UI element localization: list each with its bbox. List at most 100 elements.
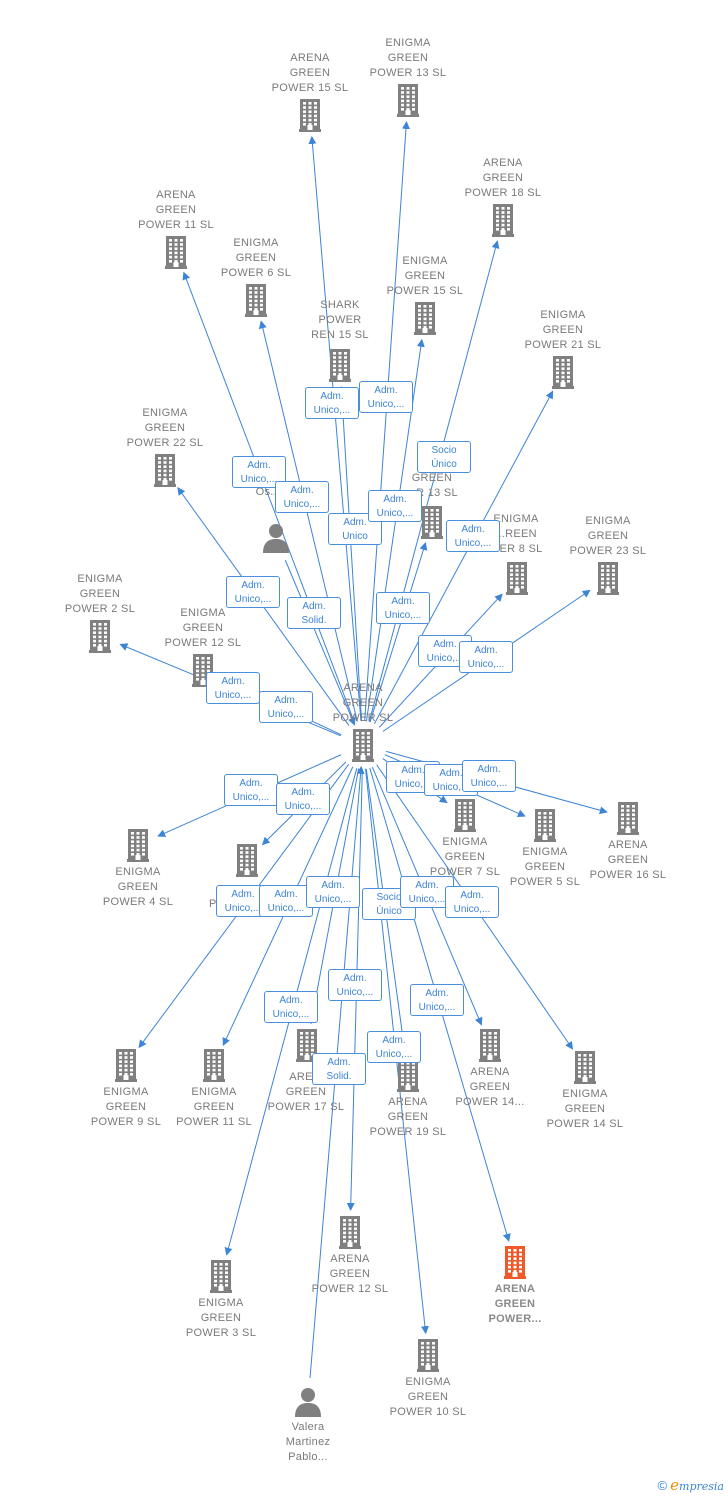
- node-label-line: GREEN: [404, 270, 446, 282]
- node-shark[interactable]: [285, 348, 395, 382]
- relation-tag-line: Unico,...: [470, 778, 508, 789]
- building-icon: [210, 1260, 232, 1293]
- edge-p1-center: [284, 559, 356, 726]
- relation-tag-line: Unico,...: [313, 405, 351, 416]
- relation-tag-line: Solid.: [326, 1071, 352, 1082]
- node-eg21[interactable]: [508, 355, 618, 389]
- relation-tag-line: Adm.: [391, 596, 415, 607]
- relation-tag[interactable]: Adm.Unico,...: [306, 876, 360, 908]
- node-ag12[interactable]: [295, 1215, 405, 1249]
- footer-brand[interactable]: © empresia: [657, 1476, 724, 1494]
- node-label-line: Pablo...: [288, 1451, 328, 1463]
- relation-tag-line: Adm.: [374, 385, 398, 396]
- node-eg10[interactable]: [373, 1338, 483, 1372]
- relation-tag[interactable]: Adm.Unico: [328, 513, 382, 545]
- node-eg2[interactable]: [45, 619, 155, 653]
- node-ag17[interactable]: [252, 1028, 362, 1062]
- node-center[interactable]: [308, 728, 418, 762]
- relation-tag[interactable]: Adm.Unico,...: [259, 885, 313, 917]
- node-eg15[interactable]: [370, 301, 480, 335]
- relation-tag[interactable]: Adm.Unico,...: [445, 886, 499, 918]
- node-p1[interactable]: [221, 523, 331, 553]
- relation-tag-line: Adm.: [327, 1057, 351, 1068]
- relation-tag[interactable]: Adm.Unico,...: [224, 774, 278, 806]
- node-eg22[interactable]: [110, 453, 220, 487]
- building-icon: [597, 562, 619, 595]
- node-eg7[interactable]: [410, 798, 520, 832]
- relation-tag[interactable]: Adm.Unico,...: [410, 984, 464, 1016]
- relation-tag-line: Solid.: [301, 615, 327, 626]
- node-eg6[interactable]: [201, 283, 311, 317]
- node-label-line: ENIGMA: [562, 1088, 608, 1100]
- relation-tag-line: Unico,...: [283, 499, 321, 510]
- node-hl[interactable]: [460, 1245, 570, 1279]
- node-label-line: POWER 15 SL: [386, 285, 464, 297]
- relation-tag-line: Unico,...: [267, 709, 305, 720]
- building-icon: [329, 349, 351, 382]
- node-label-line: GREEN: [607, 854, 649, 866]
- node-ag13[interactable]: [377, 505, 487, 539]
- node-eg4[interactable]: [83, 828, 193, 862]
- node-label-line: GREEN: [117, 881, 159, 893]
- relation-tag[interactable]: Adm.Unico,...: [328, 969, 382, 1001]
- node-eg8[interactable]: [462, 561, 572, 595]
- node-label-line: ENIGMA: [402, 255, 448, 267]
- node-eg5[interactable]: [490, 808, 600, 842]
- node-eg13[interactable]: [353, 83, 463, 117]
- edge-center-ag11: [182, 271, 355, 723]
- relation-tag-line: Adm.: [415, 880, 439, 891]
- relation-tag[interactable]: Adm. Unico,...: [376, 592, 430, 624]
- building-icon: [339, 1216, 361, 1249]
- node-ag11[interactable]: [121, 235, 231, 269]
- relation-tag[interactable]: Adm.Unico,...: [206, 672, 260, 704]
- node-label-line: ENIGMA: [385, 37, 431, 49]
- relation-tag[interactable]: Adm.Unico,...: [276, 783, 330, 815]
- relation-tag[interactable]: Adm.Unico,...: [368, 490, 422, 522]
- relation-tag[interactable]: Adm. Solid.: [312, 1053, 366, 1085]
- node-eg23[interactable]: [553, 561, 663, 595]
- node-label-line: POWER 16 SL: [589, 869, 667, 881]
- relation-tag[interactable]: Adm.Unico,...: [462, 760, 516, 792]
- relation-tag[interactable]: Adm.Unico,...: [275, 481, 329, 513]
- relation-tag[interactable]: Adm.Solid.: [287, 597, 341, 629]
- node-ag16[interactable]: [573, 801, 683, 835]
- node-eg11[interactable]: [159, 1048, 269, 1082]
- node-eg3[interactable]: [166, 1259, 276, 1293]
- relation-tag[interactable]: Adm.Unico,...: [305, 387, 359, 419]
- node-ag19[interactable]: [353, 1058, 463, 1092]
- node-valera[interactable]: [253, 1387, 363, 1417]
- node-label-line: POWER 14 SL: [546, 1118, 624, 1130]
- node-ag18[interactable]: [448, 203, 558, 237]
- relation-tag[interactable]: Adm.Unico,...: [264, 991, 318, 1023]
- relation-tag[interactable]: Adm.Unico,...: [446, 520, 500, 552]
- relation-tag-line: Unico,...: [454, 538, 492, 549]
- relation-tag-line: Unico,...: [267, 903, 305, 914]
- node-label-line: ENIGMA: [103, 1086, 149, 1098]
- building-icon: [236, 844, 258, 877]
- node-label-line: GREEN: [342, 697, 384, 709]
- relation-tag-line: Unico,...: [384, 610, 422, 621]
- node-eg9[interactable]: [71, 1048, 181, 1082]
- node-label-line: GREEN: [564, 1103, 606, 1115]
- relation-tag[interactable]: Adm.Unico,...: [459, 641, 513, 673]
- relation-tag-line: Socio: [431, 445, 457, 456]
- node-eg14[interactable]: [530, 1050, 640, 1084]
- node-label-line: ARENA: [290, 52, 330, 64]
- relation-tag[interactable]: Adm.Unico,...: [367, 1031, 421, 1063]
- node-ag14a[interactable]: [435, 1028, 545, 1062]
- relation-tag-line: Adm.: [231, 889, 255, 900]
- relation-tag[interactable]: Adm.Unico,...: [359, 381, 413, 413]
- relation-tag[interactable]: Adm.Unico,...: [226, 576, 280, 608]
- relation-tag[interactable]: Adm.Unico,...: [259, 691, 313, 723]
- node-egx[interactable]: [192, 843, 302, 877]
- node-label-eg14: ENIGMA GREEN POWER 14 SL: [530, 1087, 640, 1132]
- relation-tag-line: Adm.: [382, 1035, 406, 1046]
- node-ag15[interactable]: [255, 98, 365, 132]
- building-icon: [417, 1339, 439, 1372]
- relation-tag-line: Adm.: [460, 890, 484, 901]
- node-label-line: POWER 12 SL: [311, 1283, 389, 1295]
- relation-tag-line: Adm.: [439, 768, 463, 779]
